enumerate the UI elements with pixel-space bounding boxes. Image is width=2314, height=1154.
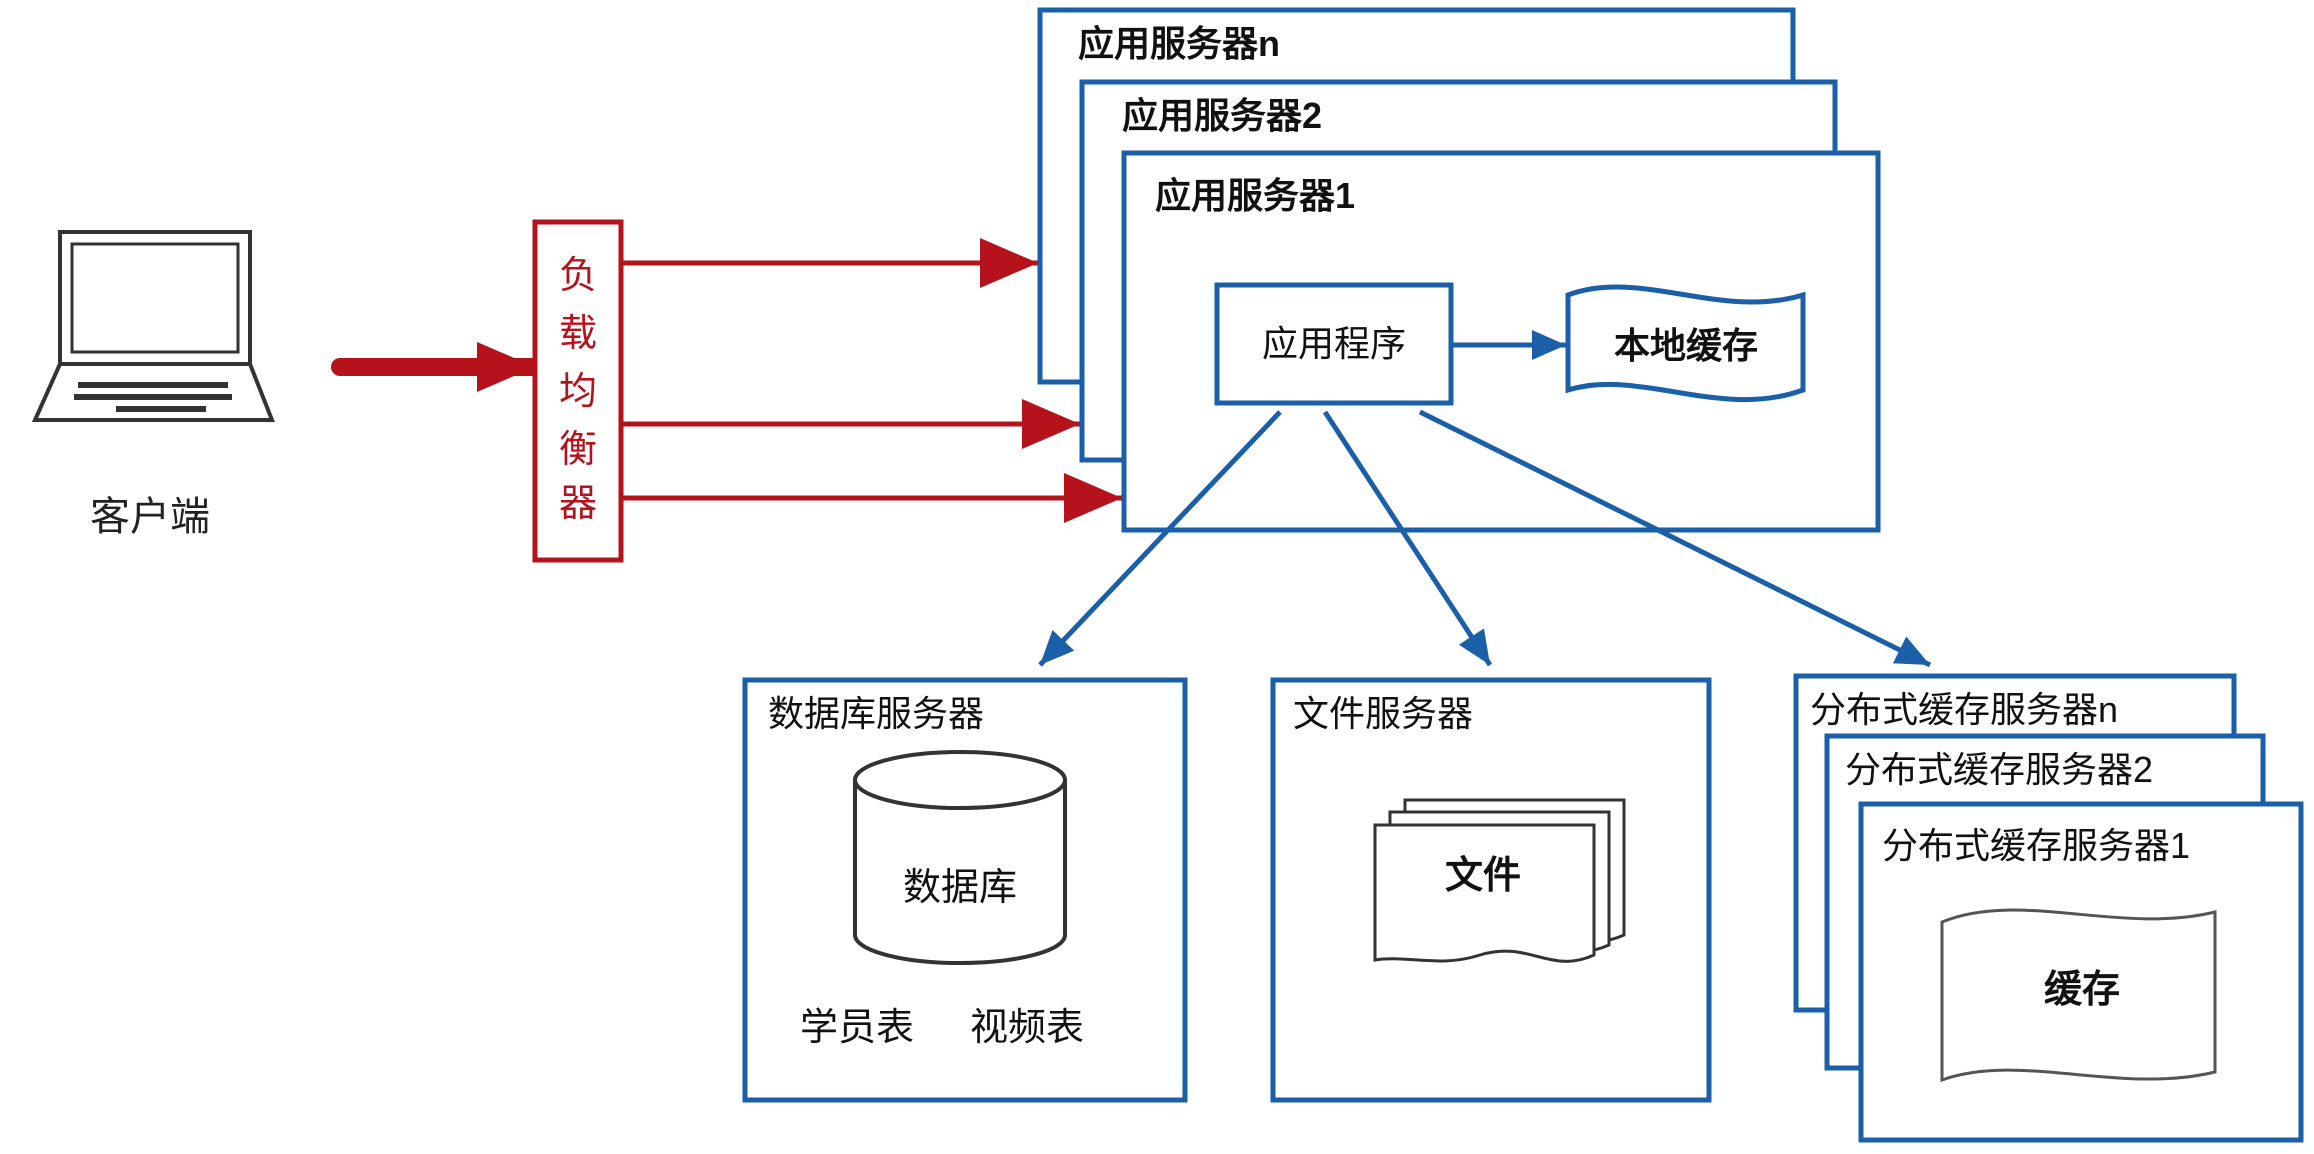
cache-label: 缓存 <box>2044 969 2120 1011</box>
load-balancer: 负 载 均 衡 器 <box>532 219 624 563</box>
database-label: 数据库 <box>903 867 1017 909</box>
database-server: 数据库服务器 数据库 学员表 视频表 <box>742 677 1188 1103</box>
app-server-2-label: 应用服务器2 <box>1122 95 1322 136</box>
file-server: 文件服务器 文件 <box>1270 677 1712 1103</box>
database-icon <box>853 750 1067 965</box>
load-balancer-char-3: 均 <box>559 371 597 413</box>
app-server-1: 应用服务器1 应用程序 本地缓存 <box>1121 150 1881 533</box>
app-to-cache-arrow <box>1418 409 1932 668</box>
app-server-1-label: 应用服务器1 <box>1155 175 1355 216</box>
local-cache-shape <box>1565 284 1806 403</box>
client-label: 客户端 <box>90 495 210 539</box>
document-stack-icon <box>1373 798 1626 963</box>
table-videos: 视频表 <box>970 1007 1084 1049</box>
cache-server-n-label: 分布式缓存服务器n <box>1810 689 2118 730</box>
local-cache-label: 本地缓存 <box>1614 325 1758 366</box>
cache-server-2-label: 分布式缓存服务器2 <box>1845 749 2153 790</box>
local-cache: 本地缓存 <box>1565 284 1806 403</box>
computer-icon <box>31 230 275 422</box>
load-balancer-char-4: 衡 <box>559 429 597 471</box>
app-program-box: 应用程序 <box>1214 282 1454 406</box>
file-server-title: 文件服务器 <box>1293 693 1473 734</box>
app-to-db-arrow <box>1038 410 1282 667</box>
load-balancer-char-1: 负 <box>559 255 597 297</box>
database-server-title: 数据库服务器 <box>768 693 984 734</box>
document-icon <box>1940 908 2217 1083</box>
load-balancer-char-2: 载 <box>559 313 597 355</box>
cache-server-1-label: 分布式缓存服务器1 <box>1882 825 2190 866</box>
load-balancer-char-5: 器 <box>559 483 597 525</box>
table-students: 学员表 <box>800 1007 914 1049</box>
file-label: 文件 <box>1445 855 1521 897</box>
app-server-n-label: 应用服务器n <box>1078 23 1280 64</box>
client-computer: 客户端 <box>31 230 275 539</box>
app-program-label: 应用程序 <box>1262 323 1406 364</box>
app-to-file-arrow <box>1322 410 1493 667</box>
cache-server-1: 分布式缓存服务器1 缓存 <box>1858 801 2304 1143</box>
